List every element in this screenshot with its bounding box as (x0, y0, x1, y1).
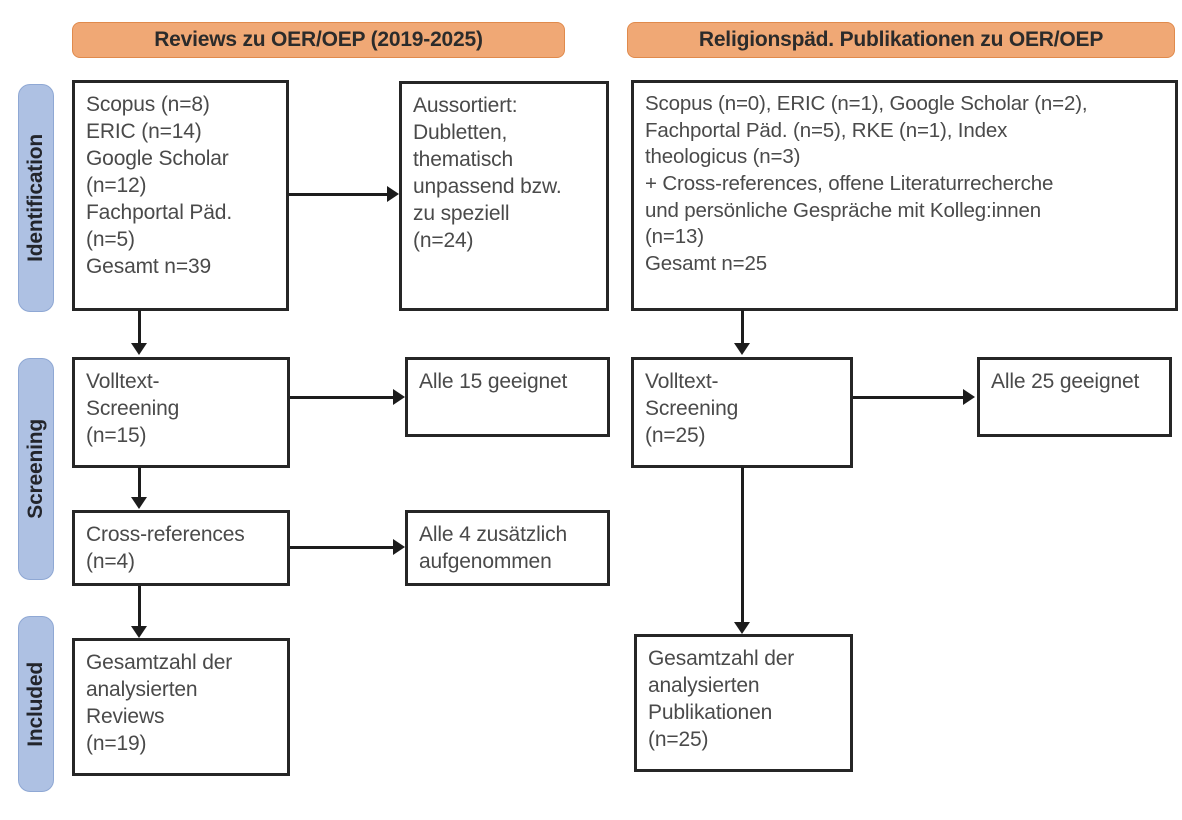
arrowhead-left-crossrefs-to-result (393, 539, 405, 555)
stage-pill-screening-label: Screening (24, 419, 47, 519)
connector-left-screening-to-result (290, 396, 393, 399)
arrowhead-left-screening-to-result (393, 389, 405, 405)
stage-pill-included-label: Included (24, 661, 47, 747)
connector-right-sources-to-screening (741, 310, 744, 343)
box-left-sources: Scopus (n=8) ERIC (n=14) Google Scholar … (72, 80, 289, 311)
connector-right-screening-to-result (853, 396, 963, 399)
column-header-left: Reviews zu OER/OEP (2019-2025) (72, 22, 565, 58)
column-header-left-label: Reviews zu OER/OEP (2019-2025) (154, 28, 483, 51)
box-left-fulltext-screening: Volltext- Screening (n=15) (72, 357, 290, 468)
box-right-fulltext-result: Alle 25 geeignet (977, 357, 1172, 437)
connector-right-screening-to-included (741, 467, 744, 622)
box-left-excluded: Aussortiert: Dubletten, thematisch unpas… (399, 81, 609, 311)
box-right-sources: Scopus (n=0), ERIC (n=1), Google Scholar… (631, 80, 1178, 311)
column-header-right-label: Religionspäd. Publikationen zu OER/OEP (698, 28, 1104, 51)
arrowhead-right-screening-to-result (963, 389, 975, 405)
connector-left-crossrefs-to-result (290, 546, 393, 549)
arrowhead-left-crossrefs-to-included (131, 626, 147, 638)
box-left-cross-references-result: Alle 4 zusätzlich aufgenommen (405, 510, 610, 586)
arrowhead-right-sources-to-screening (734, 343, 750, 355)
connector-left-screening-to-crossrefs (138, 467, 141, 497)
arrowhead-left-sources-to-screening (131, 343, 147, 355)
box-left-cross-references: Cross-references (n=4) (72, 510, 290, 586)
box-left-fulltext-result: Alle 15 geeignet (405, 357, 610, 437)
column-header-right: Religionspäd. Publikationen zu OER/OEP (627, 22, 1175, 58)
connector-left-sources-to-screening (138, 310, 141, 343)
connector-left-sources-to-excluded (289, 193, 387, 196)
stage-pill-identification: Identification (18, 84, 54, 312)
stage-pill-screening: Screening (18, 358, 54, 580)
box-right-fulltext-screening: Volltext- Screening (n=25) (631, 357, 853, 468)
arrowhead-right-screening-to-included (734, 622, 750, 634)
arrowhead-left-sources-to-excluded (387, 186, 399, 202)
arrowhead-left-screening-to-crossrefs (131, 497, 147, 509)
box-left-included-total: Gesamtzahl der analysierten Reviews (n=1… (72, 638, 290, 776)
stage-pill-included: Included (18, 616, 54, 792)
box-right-included-total: Gesamtzahl der analysierten Publikatione… (634, 634, 853, 772)
stage-pill-identification-label: Identification (24, 134, 47, 262)
connector-left-crossrefs-to-included (138, 586, 141, 626)
